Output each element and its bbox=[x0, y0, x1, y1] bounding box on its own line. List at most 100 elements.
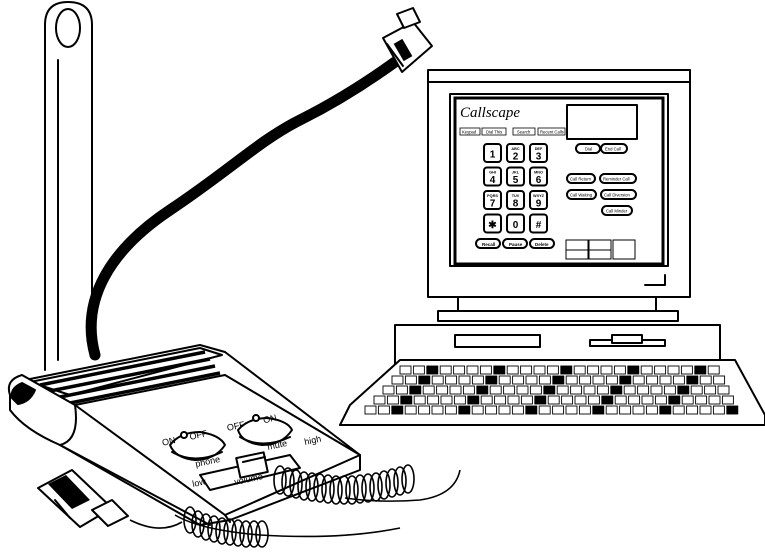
keyboard-key bbox=[593, 406, 604, 414]
keyboard-key bbox=[526, 406, 537, 414]
keyboard-key bbox=[494, 366, 505, 374]
keyboard-key bbox=[588, 366, 599, 374]
keypad-key-digit: 7 bbox=[490, 199, 496, 210]
keyboard-key bbox=[673, 376, 684, 384]
call-waiting-button-label: Call Waiting bbox=[570, 193, 593, 198]
keyboard-key bbox=[561, 366, 572, 374]
keyboard-key bbox=[611, 386, 622, 394]
keypad-key-digit: 5 bbox=[513, 175, 519, 186]
keyboard-key bbox=[441, 396, 452, 404]
keyboard-key bbox=[504, 386, 515, 394]
keypad-key-letters: MNO bbox=[534, 171, 543, 175]
keyboard-key bbox=[633, 376, 644, 384]
keyboard-key bbox=[668, 366, 679, 374]
keypad-key-letters: WXYZ bbox=[533, 194, 545, 198]
keyboard-key bbox=[660, 406, 671, 414]
keyboard-key bbox=[669, 396, 680, 404]
keyboard-key bbox=[378, 406, 389, 414]
keyboard-key bbox=[601, 366, 612, 374]
keyboard-key bbox=[481, 396, 492, 404]
keyboard-key bbox=[495, 396, 506, 404]
rj-plug-bottom bbox=[38, 470, 128, 527]
keypad-key-digit: 9 bbox=[536, 199, 542, 210]
keyboard-key bbox=[655, 366, 666, 374]
phone-cable bbox=[91, 62, 395, 355]
keyboard-key bbox=[383, 386, 394, 394]
keyboard-key bbox=[459, 406, 470, 414]
keyboard-key bbox=[624, 386, 635, 394]
keyboard-key bbox=[499, 376, 510, 384]
keyboard-key bbox=[579, 406, 590, 414]
headset-stand bbox=[45, 2, 92, 370]
keypad-key-letters: GHI bbox=[489, 171, 496, 175]
app-title: Callscape bbox=[460, 105, 520, 121]
keyboard-key bbox=[454, 366, 465, 374]
keyboard-key bbox=[428, 396, 439, 404]
tab-search-label: Search bbox=[517, 130, 531, 135]
keyboard-key bbox=[400, 366, 411, 374]
keyboard-key bbox=[374, 396, 385, 404]
keyboard-key bbox=[593, 376, 604, 384]
keyboard-key bbox=[687, 376, 698, 384]
keyboard-key bbox=[392, 406, 403, 414]
keyboard-key bbox=[646, 406, 657, 414]
keyboard-key bbox=[486, 406, 497, 414]
recall-button-label: Recall bbox=[482, 242, 495, 247]
keyboard-key bbox=[660, 376, 671, 384]
keyboard-key bbox=[602, 396, 613, 404]
keyboard-key bbox=[539, 406, 550, 414]
keypad-key-digit: # bbox=[536, 220, 542, 231]
keyboard-key bbox=[432, 406, 443, 414]
tab-recent-calls-label: Recent Calls bbox=[540, 130, 564, 135]
keyboard-key bbox=[566, 406, 577, 414]
keyboard-key bbox=[405, 406, 416, 414]
call-minder-button-label: Call Minder bbox=[606, 209, 628, 214]
keyboard-key bbox=[722, 396, 733, 404]
keyboard-key bbox=[547, 366, 558, 374]
keyboard-key bbox=[427, 366, 438, 374]
keyboard-key bbox=[574, 366, 585, 374]
keypad-key-letters: JKL bbox=[512, 171, 520, 175]
keyboard-key bbox=[633, 406, 644, 414]
keyboard-key bbox=[615, 396, 626, 404]
keyboard-key bbox=[392, 376, 403, 384]
keypad-key-digit: 3 bbox=[536, 152, 542, 163]
keyboard-key bbox=[539, 376, 550, 384]
keyboard-key bbox=[508, 396, 519, 404]
keyboard-key bbox=[468, 396, 479, 404]
keyboard-key bbox=[544, 386, 555, 394]
keyboard-key bbox=[620, 406, 631, 414]
keyboard-key bbox=[682, 396, 693, 404]
keyboard-key bbox=[718, 386, 729, 394]
keyboard-key bbox=[606, 376, 617, 384]
keyboard-key bbox=[405, 376, 416, 384]
keyboard-key bbox=[521, 396, 532, 404]
keyboard-key bbox=[534, 366, 545, 374]
keypad-key-digit: 4 bbox=[490, 175, 496, 186]
keyboard-key bbox=[423, 386, 434, 394]
keyboard-key bbox=[459, 376, 470, 384]
keyboard-key bbox=[597, 386, 608, 394]
keyboard-key bbox=[628, 366, 639, 374]
keyboard-key bbox=[696, 396, 707, 404]
keyboard-key bbox=[714, 376, 725, 384]
keyboard-key bbox=[472, 406, 483, 414]
keyboard-key bbox=[419, 406, 430, 414]
keyboard-key bbox=[553, 406, 564, 414]
keyboard-key bbox=[655, 396, 666, 404]
keypad-key-digit: 6 bbox=[536, 175, 542, 186]
keyboard-key bbox=[477, 386, 488, 394]
tab-dial-this-label: Dial This bbox=[486, 130, 502, 135]
keyboard-key bbox=[387, 396, 398, 404]
keypad-key-digit: 1 bbox=[490, 150, 496, 161]
reminder-call-button-label: Reminder Call bbox=[603, 177, 630, 182]
keyboard-key bbox=[647, 376, 658, 384]
keyboard-key bbox=[638, 386, 649, 394]
dial-button-label: Dial bbox=[585, 147, 592, 152]
keyboard-key bbox=[713, 406, 724, 414]
keyboard-key bbox=[480, 366, 491, 374]
keyboard-key bbox=[513, 376, 524, 384]
pause-button-label: Pause bbox=[509, 242, 523, 247]
tab-keypad-label: Keypad bbox=[462, 130, 477, 135]
